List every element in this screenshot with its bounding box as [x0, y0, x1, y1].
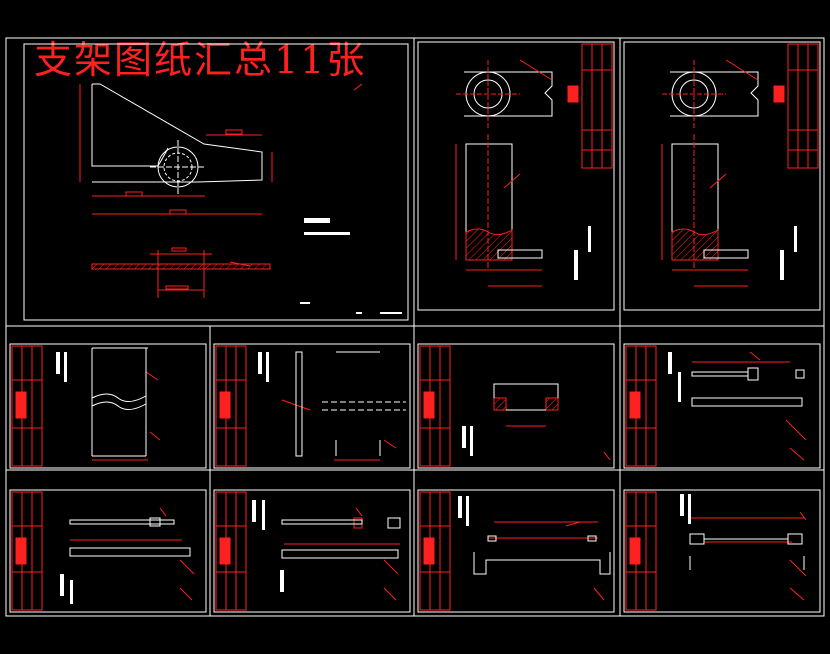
sheet-10-bracket-drawing	[417, 489, 615, 613]
sheet-9-rod-drawing	[213, 489, 411, 613]
sheet-8-rod-drawing	[9, 489, 207, 613]
sheet-7-rod-drawing	[623, 343, 821, 469]
sheet-11-rod-assembly-drawing	[623, 489, 821, 613]
sheet-5-bar-drawing	[213, 343, 411, 469]
outer-frame-grid	[5, 37, 825, 617]
sheet-3-clevis-drawing	[623, 41, 821, 311]
drawing-title: 支架图纸汇总11张	[34, 38, 367, 82]
sheet-1-main-bracket	[23, 43, 409, 321]
sheet-2-clevis-drawing	[417, 41, 615, 311]
sheet-4-plate-drawing	[9, 343, 207, 469]
sheet-6-channel-drawing	[417, 343, 615, 469]
